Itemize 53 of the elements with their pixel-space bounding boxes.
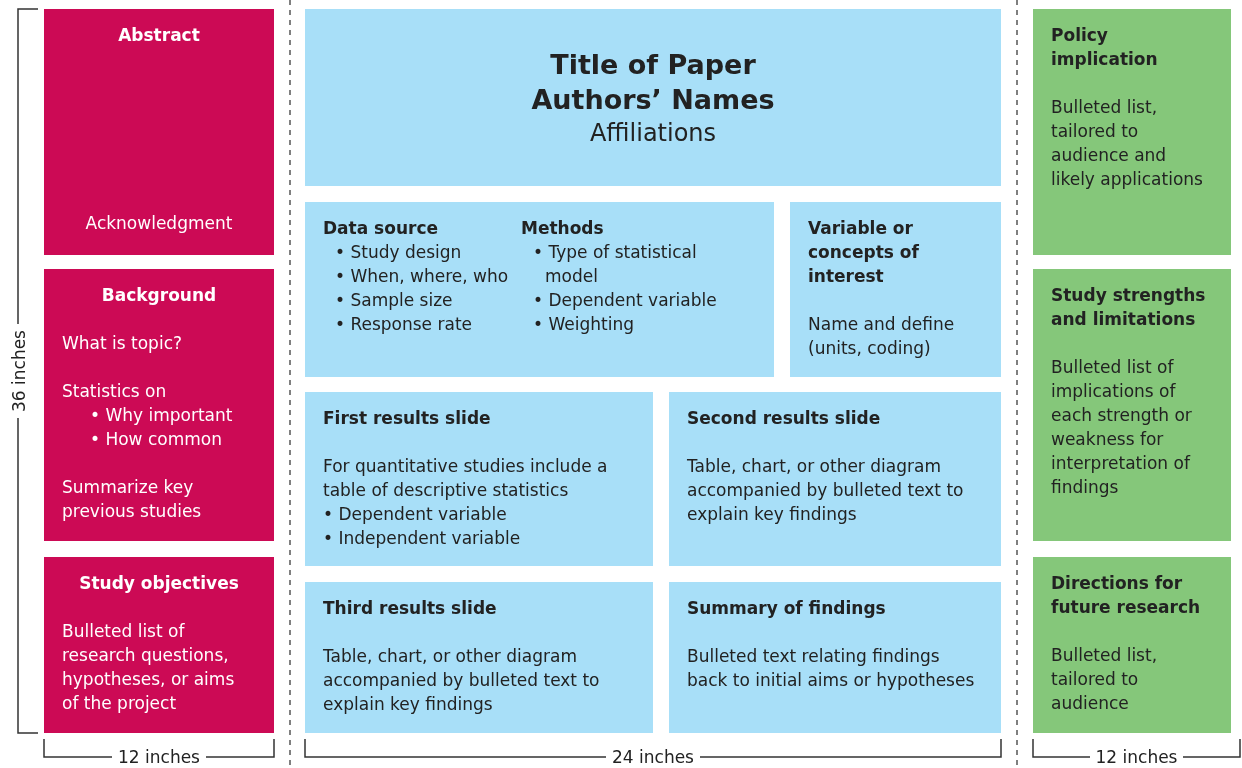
section-heading: Directions for future research xyxy=(1051,572,1202,619)
poster-panel xyxy=(1033,9,1231,255)
poster-panel xyxy=(44,269,274,541)
title-panel xyxy=(305,9,1001,186)
body-text: What is topic? xyxy=(62,332,183,355)
bullet-item: • Why important xyxy=(89,404,234,427)
poster-panel xyxy=(790,202,1001,377)
poster-title: Title of Paper xyxy=(550,47,756,82)
section-heading: Third results slide xyxy=(323,597,498,620)
poster-panel xyxy=(305,582,653,733)
section-heading: Second results slide xyxy=(687,407,882,430)
poster-title: Authors’ Names xyxy=(531,82,775,117)
body-text: Summarize key previous studies xyxy=(62,476,203,523)
bullet-item: • When, where, who xyxy=(334,265,509,288)
poster-panel xyxy=(305,202,774,377)
bullet-item: • Dependent variable xyxy=(323,503,508,526)
section-heading: First results slide xyxy=(323,407,492,430)
body-text: Bulleted list, tailored to audience xyxy=(1051,644,1159,715)
body-text: Statistics on xyxy=(62,380,168,403)
body-text: For quantitative studies include a table of descriptive statistics xyxy=(323,455,609,502)
poster-panel xyxy=(669,582,1001,733)
section-heading: Methods xyxy=(521,217,605,240)
section-heading: Variable or concepts of interest xyxy=(808,217,920,288)
poster-panel xyxy=(305,392,653,566)
poster-panel xyxy=(669,392,1001,566)
section-heading: Policy implication xyxy=(1051,24,1159,71)
bullet-item: • Type of statistical model xyxy=(532,241,698,288)
section-heading: Study objectives xyxy=(78,572,240,595)
body-text: Bulleted list, tailored to audience and likely applications xyxy=(1051,96,1204,191)
body-text: Table, chart, or other diagram accompanied by bulleted text to explain key findings xyxy=(687,455,965,526)
section-heading: Summary of findings xyxy=(687,597,887,620)
poster-panel xyxy=(1033,269,1231,541)
affiliation-text: Affiliations xyxy=(589,117,717,149)
bullet-item: • How common xyxy=(89,428,223,451)
section-heading: Abstract xyxy=(117,24,201,47)
poster-panel xyxy=(44,9,274,255)
bullet-item: • Sample size xyxy=(334,289,454,312)
body-text: Acknowledgment xyxy=(84,212,234,235)
body-text: Table, chart, or other diagram accompanied by bulleted text to explain key findings xyxy=(323,645,601,716)
body-text: Bulleted list of research questions, hypotheses, or aims of the project xyxy=(62,620,236,715)
bullet-item: • Response rate xyxy=(334,313,473,336)
poster-panel xyxy=(44,557,274,733)
body-text: Bulleted list of implications of each strength or weakness for interpretation of findings xyxy=(1051,356,1193,499)
bullet-item: • Weighting xyxy=(532,313,635,336)
bullet-item: • Dependent variable xyxy=(532,289,718,312)
section-heading: Data source xyxy=(323,217,439,240)
section-heading: Background xyxy=(100,284,218,307)
bullet-item: • Independent variable xyxy=(323,527,522,550)
body-text: Name and define (units, coding) xyxy=(808,313,956,360)
section-heading: Study strengths and limitations xyxy=(1051,284,1207,331)
bullet-item: • Study design xyxy=(334,241,463,264)
body-text: Bulleted text relating findings back to initial aims or hypotheses xyxy=(687,645,976,692)
poster-panel xyxy=(1033,557,1231,733)
